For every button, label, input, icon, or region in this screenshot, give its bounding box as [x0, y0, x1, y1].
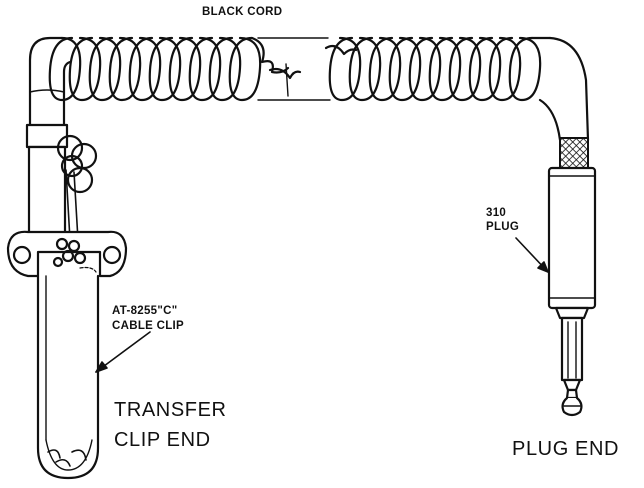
plug-end-label: PLUG END: [512, 438, 620, 460]
transfer-clip-end-label-line2: CLIP END: [114, 429, 211, 451]
plug-310-label-line2: PLUG: [486, 221, 520, 233]
transfer-clip-assembly: [6, 123, 128, 480]
plug-310-label-line1: 310: [486, 207, 507, 219]
cable-clip-label-line2: CABLE CLIP: [112, 320, 184, 332]
310-plug: [547, 137, 597, 417]
left-cord-section: [28, 36, 72, 127]
right-cord-section: [538, 36, 590, 142]
cable-clip-label-line1: AT-8255"C": [112, 305, 178, 317]
cord-break: [257, 37, 358, 101]
black-cord-label: BLACK CORD: [202, 6, 283, 18]
pointer-arrows: [95, 237, 549, 373]
transfer-clip-end-label-line1: TRANSFER: [114, 399, 227, 421]
coiled-cord-left: [48, 36, 290, 102]
coiled-cord-right: [328, 36, 552, 102]
